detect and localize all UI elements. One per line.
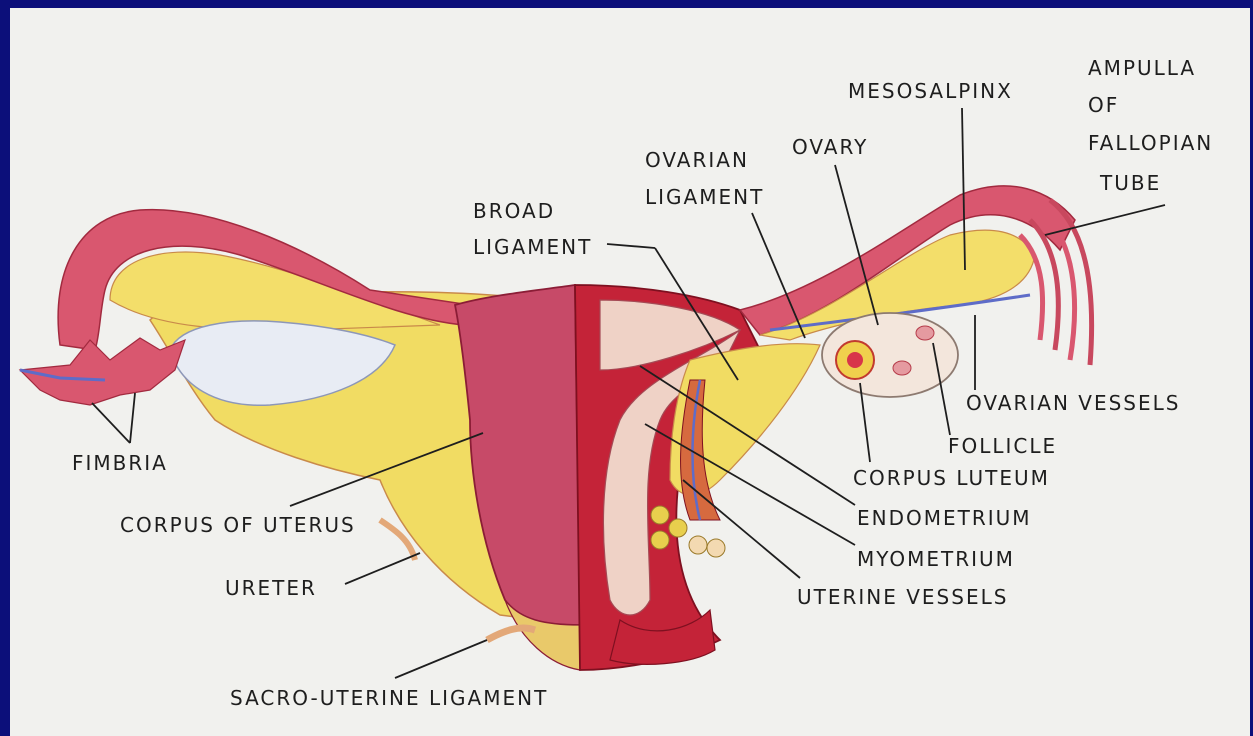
label-ureter: URETER (225, 576, 317, 600)
label-broad-ligament-2: LIGAMENT (473, 235, 592, 259)
diagram-frame: AMPULLA OF FALLOPIAN TUBE MESOSALPINX OV… (10, 8, 1250, 736)
label-ovary: OVARY (792, 135, 868, 159)
follicle-shape (916, 326, 934, 340)
label-ampulla-1: AMPULLA (1088, 56, 1196, 80)
label-fimbria: FIMBRIA (72, 451, 168, 475)
label-ampulla-4: TUBE (1099, 171, 1161, 195)
label-uterine-vessels: UTERINE VESSELS (797, 585, 1008, 609)
label-ampulla-3: FALLOPIAN (1088, 131, 1213, 155)
label-ovarian-vessels: OVARIAN VESSELS (966, 391, 1180, 415)
uterus-anatomy-diagram: AMPULLA OF FALLOPIAN TUBE MESOSALPINX OV… (10, 8, 1250, 736)
label-myometrium: MYOMETRIUM (857, 547, 1015, 571)
label-broad-ligament-1: BROAD (473, 199, 555, 223)
label-sacro-uterine-ligament: SACRO-UTERINE LIGAMENT (230, 686, 548, 710)
label-endometrium: ENDOMETRIUM (857, 506, 1032, 530)
label-ovarian-ligament-1: OVARIAN (645, 148, 749, 172)
label-follicle: FOLLICLE (948, 434, 1057, 458)
label-corpus-of-uterus: CORPUS OF UTERUS (120, 513, 356, 537)
label-corpus-luteum: CORPUS LUTEUM (853, 466, 1050, 490)
follicle-shape-2 (893, 361, 911, 375)
label-ovarian-ligament-2: LIGAMENT (645, 185, 764, 209)
label-ampulla-2: OF (1088, 93, 1119, 117)
label-mesosalpinx: MESOSALPINX (848, 79, 1013, 103)
left-fimbria (20, 338, 185, 405)
